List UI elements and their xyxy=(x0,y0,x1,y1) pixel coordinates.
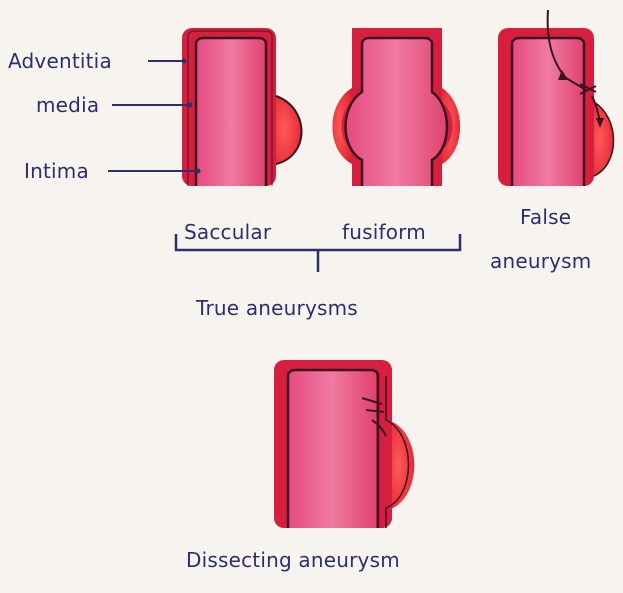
dissecting-lumen xyxy=(288,370,376,528)
adventitia-label: Adventitia xyxy=(8,49,112,73)
dissecting-aneurysm-label: Dissecting aneurysm xyxy=(186,548,400,572)
false-aneurysm-vessel xyxy=(498,10,614,186)
fusiform-label: fusiform xyxy=(342,220,426,244)
false-aneurysm-label-line2: aneurysm xyxy=(490,249,591,273)
saccular-bulge xyxy=(272,94,302,166)
saccular-lumen xyxy=(196,38,266,186)
fusiform-vessel xyxy=(333,28,461,186)
media-label: media xyxy=(36,93,99,117)
dissecting-vessel xyxy=(274,360,414,528)
adventitia-leader-dot xyxy=(182,59,187,64)
false-lumen xyxy=(512,38,584,186)
false-aneurysm-label-line1: False xyxy=(520,205,571,229)
media-leader-dot xyxy=(188,103,193,108)
saccular-label: Saccular xyxy=(184,220,271,244)
saccular-vessel xyxy=(182,28,302,186)
intima-label: Intima xyxy=(24,159,89,183)
intima-leader-dot xyxy=(196,169,201,174)
true-aneurysms-label: True aneurysms xyxy=(196,296,358,320)
